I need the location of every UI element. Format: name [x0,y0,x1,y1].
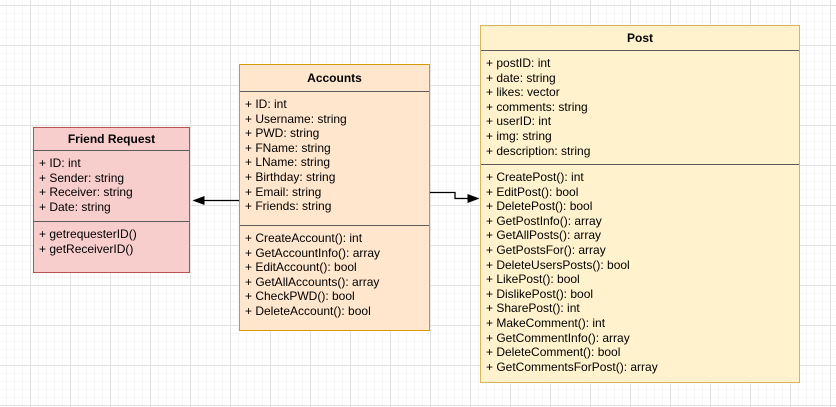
class-member: + LikePost(): bool [486,272,580,287]
class-member: + DeleteComment(): bool [486,345,621,360]
class-member: + date: string [486,70,556,85]
class-methods-accounts: + CreateAccount(): int+ GetAccountInfo()… [240,225,429,330]
class-member: + Email: string [245,184,322,199]
class-member: + GetCommentsForPost(): array [486,359,658,374]
class-attributes-friend-request: + ID: int+ Sender: string+ Receiver: str… [34,150,189,221]
class-member: + Sender: string [39,170,125,185]
class-member: + Username: string [245,111,347,126]
class-member: + GetAllAccounts(): array [245,274,380,289]
uml-class-friend-request[interactable]: Friend Request + ID: int+ Sender: string… [33,127,190,273]
class-member: + GetPostInfo(): array [486,213,602,228]
class-member: + postID: int [486,56,551,70]
class-member: + img: string [486,128,552,143]
class-member: + Friends: string [245,199,332,214]
class-member: + DislikePost(): bool [486,286,594,301]
class-member: + SharePost(): int [486,301,580,316]
class-member: + Birthday: string [245,169,336,184]
class-member: + DeleteUsersPosts(): bool [486,257,630,272]
class-member: + GetAllPosts(): array [486,228,602,243]
class-attributes-accounts: + ID: int+ Username: string+ PWD: string… [240,91,429,225]
class-member: + PWD: string [245,126,320,141]
uml-class-post[interactable]: Post + postID: int+ date: string+ likes:… [480,25,800,383]
class-member: + LName: string [245,155,331,170]
class-title-post: Post [626,31,653,45]
class-member: + GetPostsFor(): array [486,242,606,257]
class-member: + getrequesterID() [39,227,137,241]
class-member: + GetCommentInfo(): array [486,330,630,345]
class-member: + userID: int [486,114,552,129]
uml-class-accounts[interactable]: Accounts + ID: int+ Username: string+ PW… [239,64,430,331]
class-member: + CreatePost(): int [486,170,584,184]
class-member: + Receiver: string [39,185,133,200]
class-member: + CheckPWD(): bool [245,289,355,304]
class-member: + description: string [486,143,591,158]
class-methods-friend-request: + getrequesterID()+ getReceiverID() [34,221,189,272]
class-member: + comments: string [486,99,588,114]
class-methods-post: + CreatePost(): int+ EditPost(): bool+ D… [481,164,799,382]
class-member: + EditPost(): bool [486,184,579,199]
class-member: + ID: int [39,156,81,170]
class-member: + ID: int [245,97,287,111]
class-member: + FName: string [245,140,331,155]
class-title-accounts: Accounts [307,71,362,85]
class-member: + CreateAccount(): int [245,231,363,245]
connector-accounts-to-post[interactable] [430,191,480,203]
class-member: + DeletePost(): bool [486,199,593,214]
class-attributes-post: + postID: int+ date: string+ likes: vect… [481,50,799,164]
class-member: + getReceiverID() [39,241,134,256]
class-title-friend-request: Friend Request [67,132,156,146]
class-member: + DeleteAccount(): bool [245,303,371,318]
class-member: + MakeComment(): int [486,315,606,330]
class-member: + likes: vector [486,85,560,100]
class-member: + GetAccountInfo(): array [245,245,381,260]
class-member: + Date: string [39,199,111,214]
class-member: + EditAccount(): bool [245,260,357,275]
